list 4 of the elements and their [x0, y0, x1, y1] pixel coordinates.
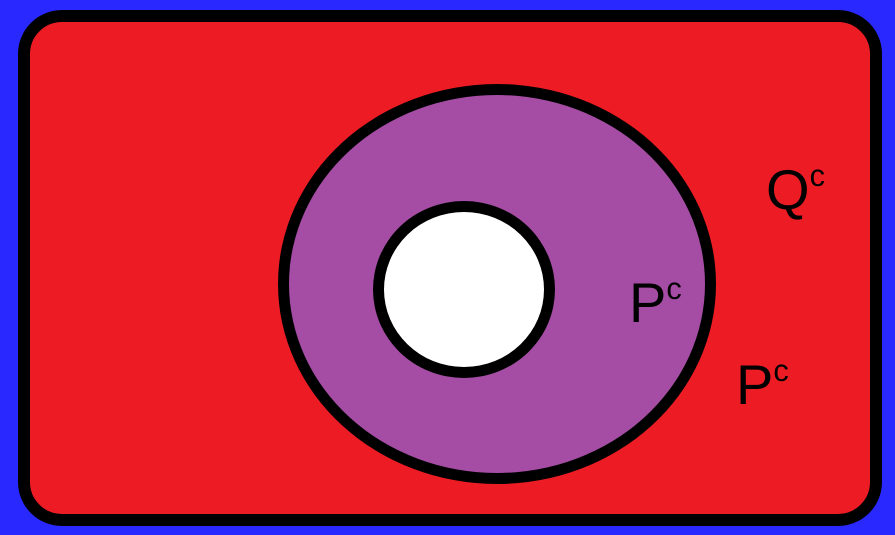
- set-label: P$^{c}$: [736, 357, 789, 413]
- set-label: Q$^{c}$: [766, 162, 825, 218]
- universal-set-rectangle: [18, 10, 882, 526]
- set-label: P$^{c}$: [629, 275, 682, 331]
